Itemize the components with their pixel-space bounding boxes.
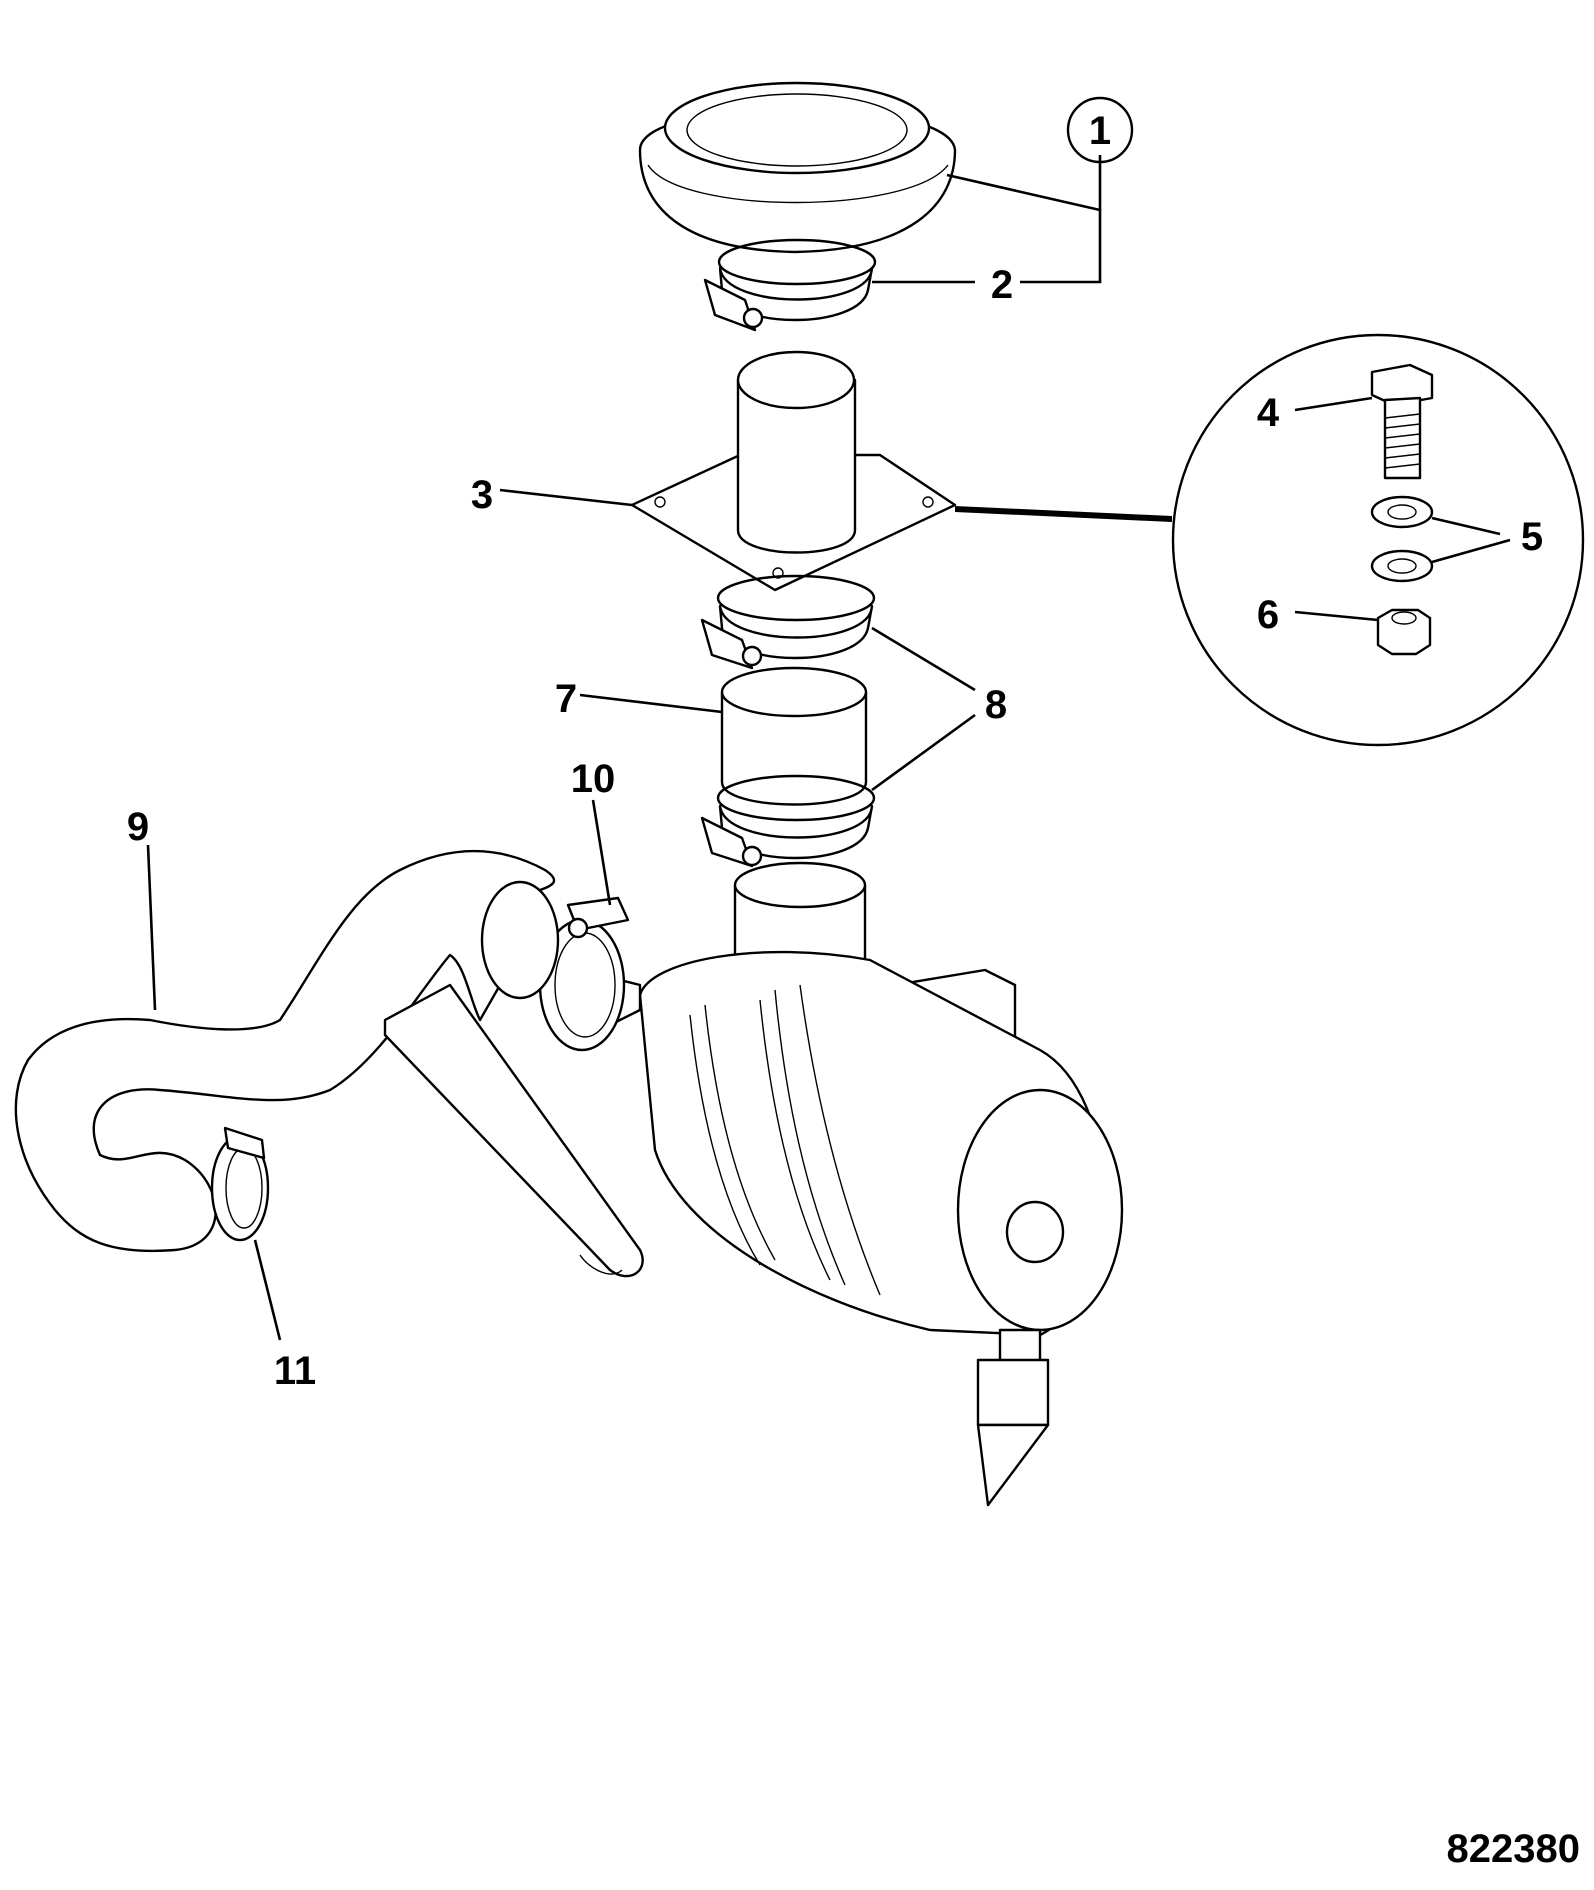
precleaner-cap	[638, 81, 957, 254]
leader-lines	[146, 155, 1511, 1341]
hose-clamp-upper	[700, 574, 876, 670]
callout-1-balloon	[1066, 96, 1134, 164]
callout-5: 5	[1521, 515, 1543, 559]
bolt	[1370, 363, 1434, 480]
intake-hose	[14, 849, 644, 1278]
washer-upper	[1370, 495, 1434, 529]
callout-11: 11	[274, 1349, 316, 1393]
hose-clamp-lower	[700, 774, 876, 868]
callout-6: 6	[1257, 593, 1279, 637]
callout-10: 10	[571, 757, 616, 801]
callout-3: 3	[471, 473, 493, 517]
figure-number: 822380	[1447, 1827, 1580, 1871]
washer-lower	[1370, 549, 1434, 583]
callout-7: 7	[555, 677, 577, 721]
air-filter-housing	[583, 861, 1124, 1507]
callout-4: 4	[1257, 391, 1280, 435]
nut	[1376, 608, 1432, 656]
hose-clamp-small	[210, 1126, 270, 1242]
callout-2: 2	[991, 263, 1013, 307]
hose-clamp-inlet	[538, 896, 630, 1052]
detail-pointer	[955, 506, 1172, 522]
callout-1: 1	[1089, 109, 1111, 153]
fastener-detail	[955, 333, 1585, 747]
callout-8: 8	[985, 683, 1007, 727]
inlet-pipe-flange	[630, 350, 957, 592]
connecting-hose	[720, 666, 868, 806]
hose-clamp-top	[703, 238, 877, 332]
callout-9: 9	[127, 805, 149, 849]
